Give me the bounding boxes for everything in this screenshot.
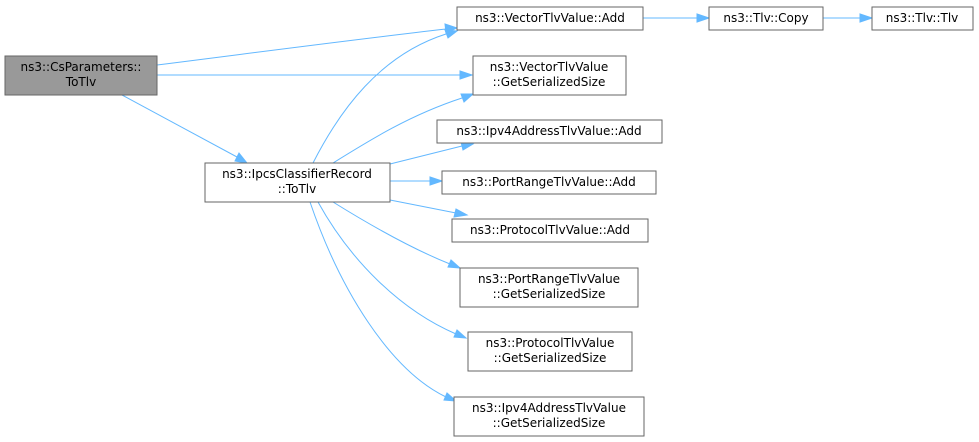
node-label-line1: ns3::ProtocolTlvValue	[486, 336, 615, 350]
node-label-line1: ns3::PortRangeTlvValue	[478, 272, 620, 286]
node-label-line2: ::GetSerializedSize	[493, 75, 606, 89]
edge-ipcs-totlv-to-port-size	[332, 201, 462, 269]
node-label: ns3::Tlv::Copy	[723, 11, 808, 25]
nodes: ns3::CsParameters:: ToTlv ns3::IpcsClass…	[4, 6, 974, 437]
node-ipv4-address-tlv-value-add[interactable]: ns3::Ipv4AddressTlvValue::Add	[436, 119, 663, 144]
node-ipcs-classifier-record-totlv[interactable]: ns3::IpcsClassifierRecord ::ToTlv	[204, 162, 391, 203]
node-label: ns3::VectorTlvValue::Add	[475, 11, 625, 25]
edge-tlv-copy-to-tlv-tlv	[823, 13, 874, 23]
edges	[121, 13, 874, 402]
node-port-range-tlv-value-add[interactable]: ns3::PortRangeTlvValue::Add	[441, 170, 657, 195]
edge-ipcs-totlv-to-vector-size	[332, 93, 475, 164]
node-label-line2: ::GetSerializedSize	[493, 416, 606, 430]
node-label: ns3::Tlv::Tlv	[886, 11, 959, 25]
node-label-line1: ns3::VectorTlvValue	[490, 60, 609, 74]
node-label-line1: ns3::CsParameters::	[21, 60, 142, 74]
node-ipv4-address-tlv-value-getserializedsize[interactable]: ns3::Ipv4AddressTlvValue ::GetSerialized…	[453, 396, 645, 437]
node-protocol-tlv-value-add[interactable]: ns3::ProtocolTlvValue::Add	[451, 218, 649, 243]
edge-vector-add-to-tlv-copy	[643, 13, 711, 23]
edge-cs-totlv-to-vector-add	[156, 23, 459, 66]
edge-ipcs-totlv-to-proto-size	[317, 201, 468, 339]
node-cs-parameters-totlv[interactable]: ns3::CsParameters:: ToTlv	[4, 55, 158, 96]
node-label-line2: ::GetSerializedSize	[494, 351, 607, 365]
node-label-line2: ::ToTlv	[278, 182, 316, 196]
node-protocol-tlv-value-getserializedsize[interactable]: ns3::ProtocolTlvValue ::GetSerializedSiz…	[467, 331, 633, 372]
node-vector-tlv-value-getserializedsize[interactable]: ns3::VectorTlvValue ::GetSerializedSize	[472, 55, 627, 96]
node-label-line1: ns3::Ipv4AddressTlvValue	[472, 401, 626, 415]
node-label-line1: ns3::IpcsClassifierRecord	[222, 167, 372, 181]
node-label: ns3::Ipv4AddressTlvValue::Add	[456, 124, 641, 138]
node-tlv-copy[interactable]: ns3::Tlv::Copy	[708, 6, 824, 31]
edge-cs-totlv-to-ipcs-totlv	[121, 94, 249, 164]
node-vector-tlv-value-add[interactable]: ns3::VectorTlvValue::Add	[456, 6, 644, 31]
edge-ipcs-totlv-to-ipv4-size	[309, 201, 458, 402]
node-tlv-tlv[interactable]: ns3::Tlv::Tlv	[871, 6, 974, 31]
edge-ipcs-totlv-to-port-add	[390, 176, 444, 186]
node-label-line2: ToTlv	[65, 75, 96, 89]
node-label: ns3::PortRangeTlvValue::Add	[462, 175, 635, 189]
node-label: ns3::ProtocolTlvValue::Add	[470, 223, 630, 237]
edge-ipcs-totlv-to-vector-add	[312, 29, 459, 164]
edge-ipcs-totlv-to-proto-add	[389, 199, 469, 218]
node-label-line2: ::GetSerializedSize	[493, 287, 606, 301]
edge-ipcs-totlv-to-ipv4-add	[389, 141, 475, 165]
edge-cs-totlv-to-vector-size	[157, 70, 474, 80]
node-port-range-tlv-value-getserializedsize[interactable]: ns3::PortRangeTlvValue ::GetSerializedSi…	[459, 267, 639, 308]
